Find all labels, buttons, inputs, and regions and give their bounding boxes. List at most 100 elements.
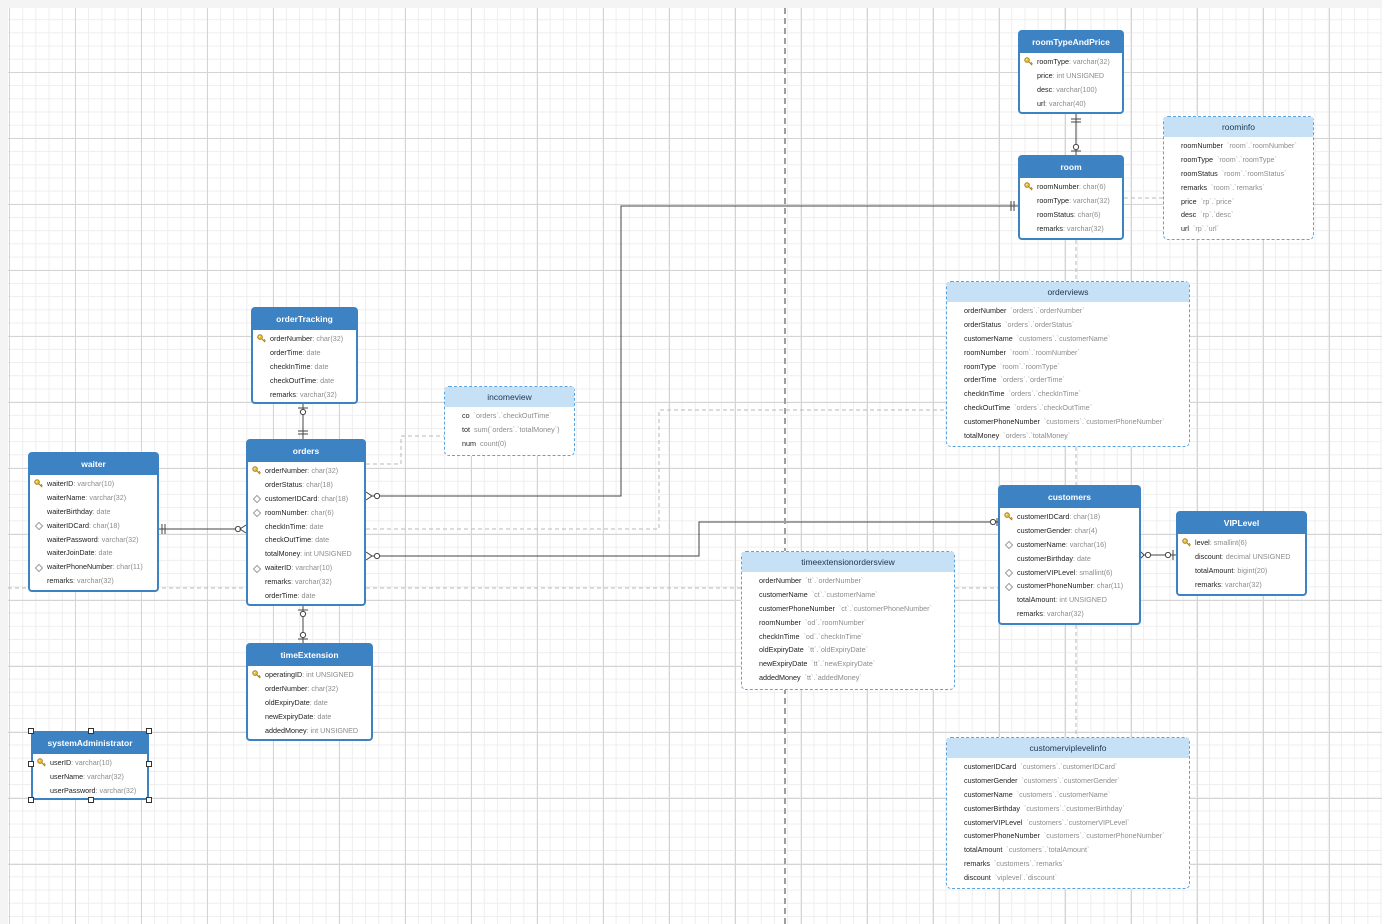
view-incomeview[interactable]: incomeview co `orders`.`checkOutTime`tot… bbox=[444, 386, 575, 456]
column-row[interactable]: roomType: varchar(32) bbox=[1020, 194, 1122, 208]
column-row[interactable]: checkInTime: date bbox=[248, 520, 364, 534]
column-row[interactable]: roomNumber: char(6) bbox=[1020, 180, 1122, 194]
column-row[interactable]: userID: varchar(10) bbox=[33, 756, 147, 770]
table-systemAdministrator[interactable]: systemAdministrator userID: varchar(10)u… bbox=[28, 728, 152, 803]
view-column-row[interactable]: orderNumber `tt`.`orderNumber` bbox=[742, 574, 954, 588]
column-row[interactable]: customerName: varchar(16) bbox=[1000, 538, 1139, 552]
column-row[interactable]: waiterBirthday: date bbox=[30, 505, 157, 519]
column-row[interactable]: roomStatus: char(6) bbox=[1020, 208, 1122, 222]
column-row[interactable]: checkOutTime: date bbox=[248, 533, 364, 547]
column-row[interactable]: userName: varchar(32) bbox=[33, 770, 147, 784]
table-roomTypeAndPrice[interactable]: roomTypeAndPrice roomType: varchar(32)pr… bbox=[1018, 30, 1124, 114]
resize-handle[interactable] bbox=[146, 797, 152, 803]
view-column-row[interactable]: totalAmount `customers`.`totalAmount` bbox=[947, 843, 1189, 857]
view-roominfo[interactable]: roominfo roomNumber `room`.`roomNumber`r… bbox=[1163, 116, 1314, 240]
view-column-row[interactable]: orderNumber `orders`.`orderNumber` bbox=[947, 304, 1189, 318]
view-column-row[interactable]: desc `rp`.`desc` bbox=[1164, 208, 1313, 222]
column-row[interactable]: remarks: varchar(32) bbox=[30, 574, 157, 588]
column-row[interactable]: level: smallint(6) bbox=[1178, 536, 1305, 550]
column-row[interactable]: userPassword: varchar(32) bbox=[33, 784, 147, 798]
view-column-row[interactable]: customerPhoneNumber `customers`.`custome… bbox=[947, 829, 1189, 843]
column-row[interactable]: price: int UNSIGNED bbox=[1020, 69, 1122, 83]
column-row[interactable]: checkInTime: date bbox=[253, 360, 356, 374]
column-row[interactable]: remarks: varchar(32) bbox=[253, 388, 356, 402]
view-column-row[interactable]: roomType `room`.`roomType` bbox=[1164, 153, 1313, 167]
view-column-row[interactable]: customerName `ct`.`customerName` bbox=[742, 588, 954, 602]
view-timeextensionordersview[interactable]: timeextensionordersview orderNumber `tt`… bbox=[741, 551, 955, 690]
resize-handle[interactable] bbox=[88, 797, 94, 803]
view-column-row[interactable]: customerVIPLevel `customers`.`customerVI… bbox=[947, 816, 1189, 830]
view-column-row[interactable]: roomNumber `od`.`roomNumber` bbox=[742, 616, 954, 630]
view-column-row[interactable]: newExpiryDate `tt`.`newExpiryDate` bbox=[742, 657, 954, 671]
column-row[interactable]: remarks: varchar(32) bbox=[248, 575, 364, 589]
table-VIPLevel[interactable]: VIPLevel level: smallint(6)discount: dec… bbox=[1176, 511, 1307, 596]
resize-handle[interactable] bbox=[28, 761, 34, 767]
column-row[interactable]: totalAmount: int UNSIGNED bbox=[1000, 593, 1139, 607]
view-column-row[interactable]: customerIDCard `customers`.`customerIDCa… bbox=[947, 760, 1189, 774]
column-row[interactable]: waiterPhoneNumber: char(11) bbox=[30, 560, 157, 574]
view-column-row[interactable]: num count(0) bbox=[445, 437, 574, 451]
view-column-row[interactable]: oldExpiryDate `tt`.`oldExpiryDate` bbox=[742, 643, 954, 657]
column-row[interactable]: roomNumber: char(6) bbox=[248, 506, 364, 520]
view-column-row[interactable]: customerName `customers`.`customerName` bbox=[947, 332, 1189, 346]
view-column-row[interactable]: remarks `customers`.`remarks` bbox=[947, 857, 1189, 871]
view-column-row[interactable]: addedMoney `tt`.`addedMoney` bbox=[742, 671, 954, 685]
column-row[interactable]: orderNumber: char(32) bbox=[248, 682, 371, 696]
column-row[interactable]: waiterPassword: varchar(32) bbox=[30, 533, 157, 547]
view-column-row[interactable]: customerBirthday `customers`.`customerBi… bbox=[947, 802, 1189, 816]
view-column-row[interactable]: orderTime `orders`.`orderTime` bbox=[947, 373, 1189, 387]
column-row[interactable]: remarks: varchar(32) bbox=[1020, 222, 1122, 236]
resize-handle[interactable] bbox=[28, 728, 34, 734]
column-row[interactable]: orderTime: date bbox=[248, 589, 364, 603]
column-row[interactable]: orderNumber: char(32) bbox=[248, 464, 364, 478]
column-row[interactable]: discount: decimal UNSIGNED bbox=[1178, 550, 1305, 564]
view-column-row[interactable]: customerGender `customers`.`customerGend… bbox=[947, 774, 1189, 788]
view-column-row[interactable]: remarks `room`.`remarks` bbox=[1164, 181, 1313, 195]
column-row[interactable]: waiterIDCard: char(18) bbox=[30, 519, 157, 533]
column-row[interactable]: orderNumber: char(32) bbox=[253, 332, 356, 346]
resize-handle[interactable] bbox=[146, 728, 152, 734]
view-column-row[interactable]: customerPhoneNumber `customers`.`custome… bbox=[947, 415, 1189, 429]
view-column-row[interactable]: checkInTime `orders`.`checkInTime` bbox=[947, 387, 1189, 401]
column-row[interactable]: addedMoney: int UNSIGNED bbox=[248, 724, 371, 738]
column-row[interactable]: totalAmount: bigint(20) bbox=[1178, 564, 1305, 578]
column-row[interactable]: newExpiryDate: date bbox=[248, 710, 371, 724]
view-column-row[interactable]: price `rp`.`price` bbox=[1164, 195, 1313, 209]
column-row[interactable]: checkOutTime: date bbox=[253, 374, 356, 388]
column-row[interactable]: customerIDCard: char(18) bbox=[248, 492, 364, 506]
view-orderviews[interactable]: orderviews orderNumber `orders`.`orderNu… bbox=[946, 281, 1190, 447]
column-row[interactable]: waiterJoinDate: date bbox=[30, 546, 157, 560]
view-column-row[interactable]: checkInTime `od`.`checkInTime` bbox=[742, 630, 954, 644]
column-row[interactable]: customerGender: char(4) bbox=[1000, 524, 1139, 538]
column-row[interactable]: orderTime: date bbox=[253, 346, 356, 360]
view-column-row[interactable]: co `orders`.`checkOutTime` bbox=[445, 409, 574, 423]
column-row[interactable]: waiterID: varchar(10) bbox=[30, 477, 157, 491]
resize-handle[interactable] bbox=[146, 761, 152, 767]
column-row[interactable]: remarks: varchar(32) bbox=[1178, 578, 1305, 592]
column-row[interactable]: totalMoney: int UNSIGNED bbox=[248, 547, 364, 561]
view-column-row[interactable]: url `rp`.`url` bbox=[1164, 222, 1313, 236]
view-column-row[interactable]: roomType `room`.`roomType` bbox=[947, 360, 1189, 374]
column-row[interactable]: desc: varchar(100) bbox=[1020, 83, 1122, 97]
view-column-row[interactable]: discount `viplevel`.`discount` bbox=[947, 871, 1189, 885]
column-row[interactable]: operatingID: int UNSIGNED bbox=[248, 668, 371, 682]
column-row[interactable]: oldExpiryDate: date bbox=[248, 696, 371, 710]
column-row[interactable]: waiterID: varchar(10) bbox=[248, 561, 364, 575]
column-row[interactable]: orderStatus: char(18) bbox=[248, 478, 364, 492]
view-customerviplevelinfo[interactable]: customerviplevelinfo customerIDCard `cus… bbox=[946, 737, 1190, 889]
column-row[interactable]: waiterName: varchar(32) bbox=[30, 491, 157, 505]
table-customers[interactable]: customers customerIDCard: char(18)custom… bbox=[998, 485, 1141, 625]
resize-handle[interactable] bbox=[28, 797, 34, 803]
view-column-row[interactable]: roomNumber `room`.`roomNumber` bbox=[947, 346, 1189, 360]
resize-handle[interactable] bbox=[88, 728, 94, 734]
column-row[interactable]: roomType: varchar(32) bbox=[1020, 55, 1122, 69]
table-waiter[interactable]: waiter waiterID: varchar(10)waiterName: … bbox=[28, 452, 159, 592]
view-column-row[interactable]: tot sum(`orders`.`totalMoney`) bbox=[445, 423, 574, 437]
view-column-row[interactable]: checkOutTime `orders`.`checkOutTime` bbox=[947, 401, 1189, 415]
view-column-row[interactable]: orderStatus `orders`.`orderStatus` bbox=[947, 318, 1189, 332]
table-orders[interactable]: orders orderNumber: char(32)orderStatus:… bbox=[246, 439, 366, 606]
table-room[interactable]: room roomNumber: char(6)roomType: varcha… bbox=[1018, 155, 1124, 240]
column-row[interactable]: customerPhoneNumber: char(11) bbox=[1000, 579, 1139, 593]
view-column-row[interactable]: customerPhoneNumber `ct`.`customerPhoneN… bbox=[742, 602, 954, 616]
view-column-row[interactable]: roomNumber `room`.`roomNumber` bbox=[1164, 139, 1313, 153]
